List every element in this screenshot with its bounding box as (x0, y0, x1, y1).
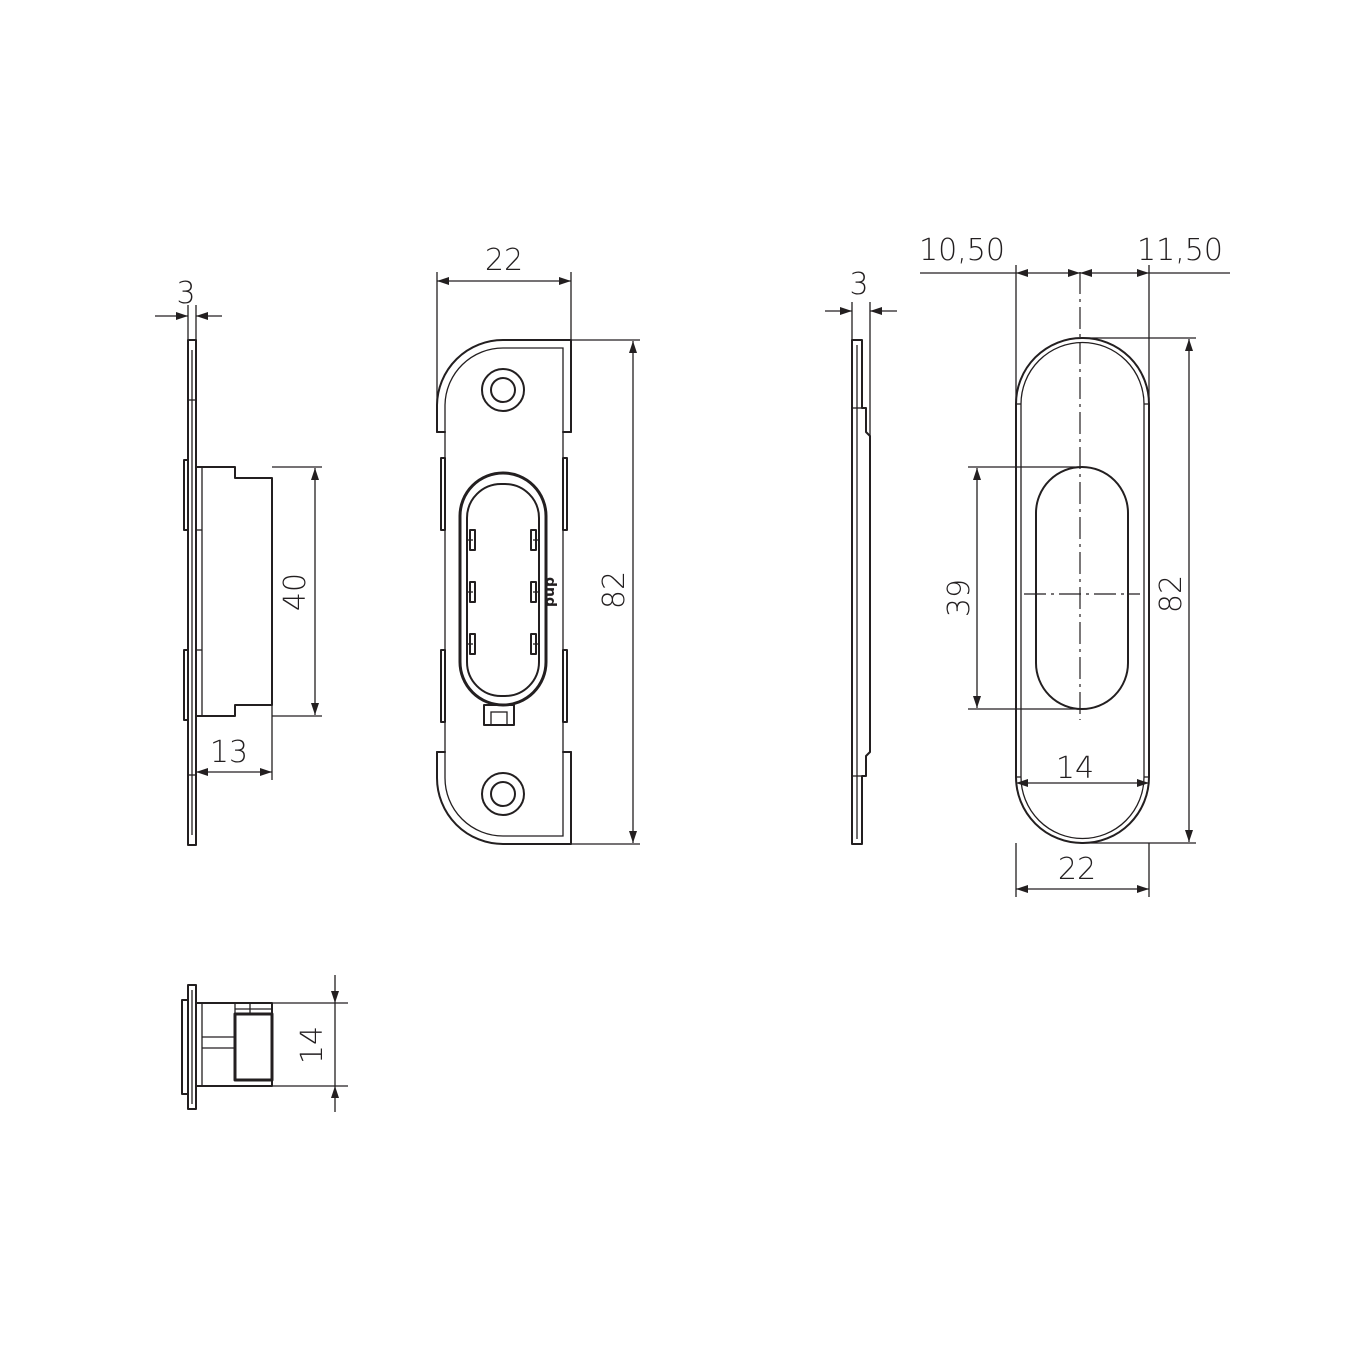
dim-side-handle-thickness: 3 (825, 267, 897, 436)
dim-label-handle-recess-width: 14 (1056, 751, 1094, 786)
dim-label-handle-offset-right: 11,50 (1137, 233, 1223, 268)
dim-label-top-lock-height: 14 (295, 1026, 330, 1064)
lock-side-view: 3 40 13 (155, 276, 322, 846)
handle-finger-recess (1035, 466, 1129, 710)
handle-centerlines (1024, 272, 1140, 720)
dim-side-lock-body-depth: 13 (196, 705, 273, 780)
lock-side-plate (183, 339, 197, 846)
dim-label-lock-height: 82 (597, 571, 632, 609)
dim-side-lock-thickness: 3 (155, 276, 222, 340)
lock-side-body (195, 466, 273, 717)
dim-label-lock-body-height: 40 (278, 573, 313, 611)
dim-label-handle-recess-height: 39 (942, 579, 977, 617)
dim-label-handle-offset-left: 10,50 (919, 233, 1005, 268)
lock-front-plate (436, 339, 572, 845)
lock-front-view: dnd 22 82 (436, 243, 640, 845)
dim-side-lock-body-height: 40 (272, 466, 322, 717)
handle-side-profile (851, 339, 871, 845)
dim-handle-height: 82 (1080, 337, 1196, 844)
lock-screw-hole-bottom (481, 772, 525, 816)
lock-top-view: 14 (181, 975, 348, 1112)
dim-label-handle-thickness: 3 (849, 267, 868, 302)
dim-label-handle-width: 22 (1058, 852, 1096, 887)
dim-label-lock-width: 22 (485, 243, 523, 278)
lock-top-body (181, 984, 274, 1110)
handle-front-view: 10,50 11,50 39 82 14 22 (919, 233, 1230, 897)
dim-handle-recess-height: 39 (942, 466, 1080, 710)
dim-front-lock-width: 22 (436, 243, 572, 405)
dim-front-lock-height: 82 (510, 339, 640, 845)
dim-handle-offsets: 10,50 11,50 (919, 233, 1230, 400)
dim-top-lock-height: 14 (272, 975, 348, 1112)
dim-label-lock-body-depth: 13 (210, 735, 248, 770)
dim-label-lock-thickness: 3 (176, 276, 195, 311)
handle-side-view: 3 (825, 267, 897, 845)
dim-handle-width: 22 (1015, 843, 1150, 897)
dim-handle-recess-width: 14 (1016, 751, 1149, 787)
lock-latch-opening (458, 471, 548, 726)
lock-screw-hole-top (481, 368, 525, 412)
lock-brand-mark: dnd (542, 577, 558, 607)
dim-label-handle-height: 82 (1154, 575, 1189, 613)
